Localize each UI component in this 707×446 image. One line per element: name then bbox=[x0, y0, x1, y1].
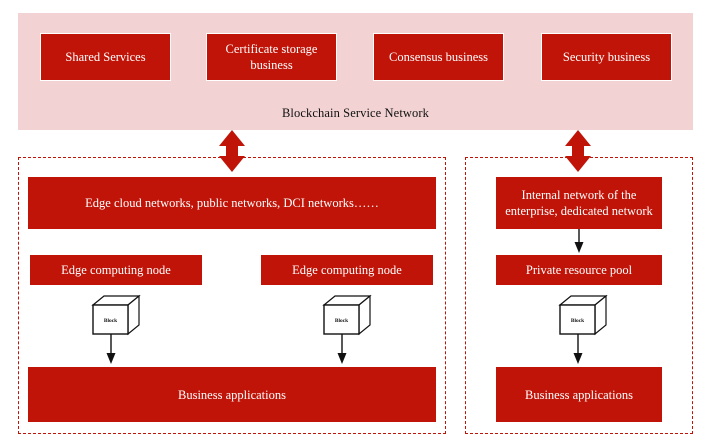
edge-computing-node-label: Edge computing node bbox=[61, 263, 171, 277]
edge-cloud-networks-label: Edge cloud networks, public networks, DC… bbox=[85, 196, 379, 210]
private-resource-pool-box[interactable]: Private resource pool bbox=[496, 255, 662, 285]
service-box-label: Certificate storage business bbox=[225, 42, 318, 72]
business-applications-box-right[interactable]: Business applications bbox=[496, 367, 662, 422]
service-box-label: Consensus business bbox=[389, 50, 488, 64]
private-resource-pool-label: Private resource pool bbox=[525, 263, 633, 277]
edge-computing-node-box-2[interactable]: Edge computing node bbox=[261, 255, 433, 285]
internal-enterprise-network-label: Internal network of the enterprise, dedi… bbox=[505, 188, 653, 218]
service-box-security-business[interactable]: Security business bbox=[541, 33, 672, 81]
internal-enterprise-network-box[interactable]: Internal network of the enterprise, dedi… bbox=[496, 177, 662, 229]
business-applications-label: Business applications bbox=[178, 387, 286, 402]
edge-computing-node-label: Edge computing node bbox=[292, 263, 402, 277]
service-box-shared-services[interactable]: Shared Services bbox=[40, 33, 171, 81]
service-box-consensus-business[interactable]: Consensus business bbox=[373, 33, 504, 81]
service-box-label: Security business bbox=[562, 50, 651, 64]
edge-cloud-networks-box[interactable]: Edge cloud networks, public networks, DC… bbox=[28, 177, 436, 229]
business-applications-label: Business applications bbox=[525, 387, 633, 402]
business-applications-box-left[interactable]: Business applications bbox=[28, 367, 436, 422]
page-title: Blockchain Service Network bbox=[282, 106, 429, 120]
service-box-label: Shared Services bbox=[65, 50, 146, 64]
edge-computing-node-box-1[interactable]: Edge computing node bbox=[30, 255, 202, 285]
service-box-certificate-storage-business[interactable]: Certificate storage business bbox=[206, 33, 337, 81]
